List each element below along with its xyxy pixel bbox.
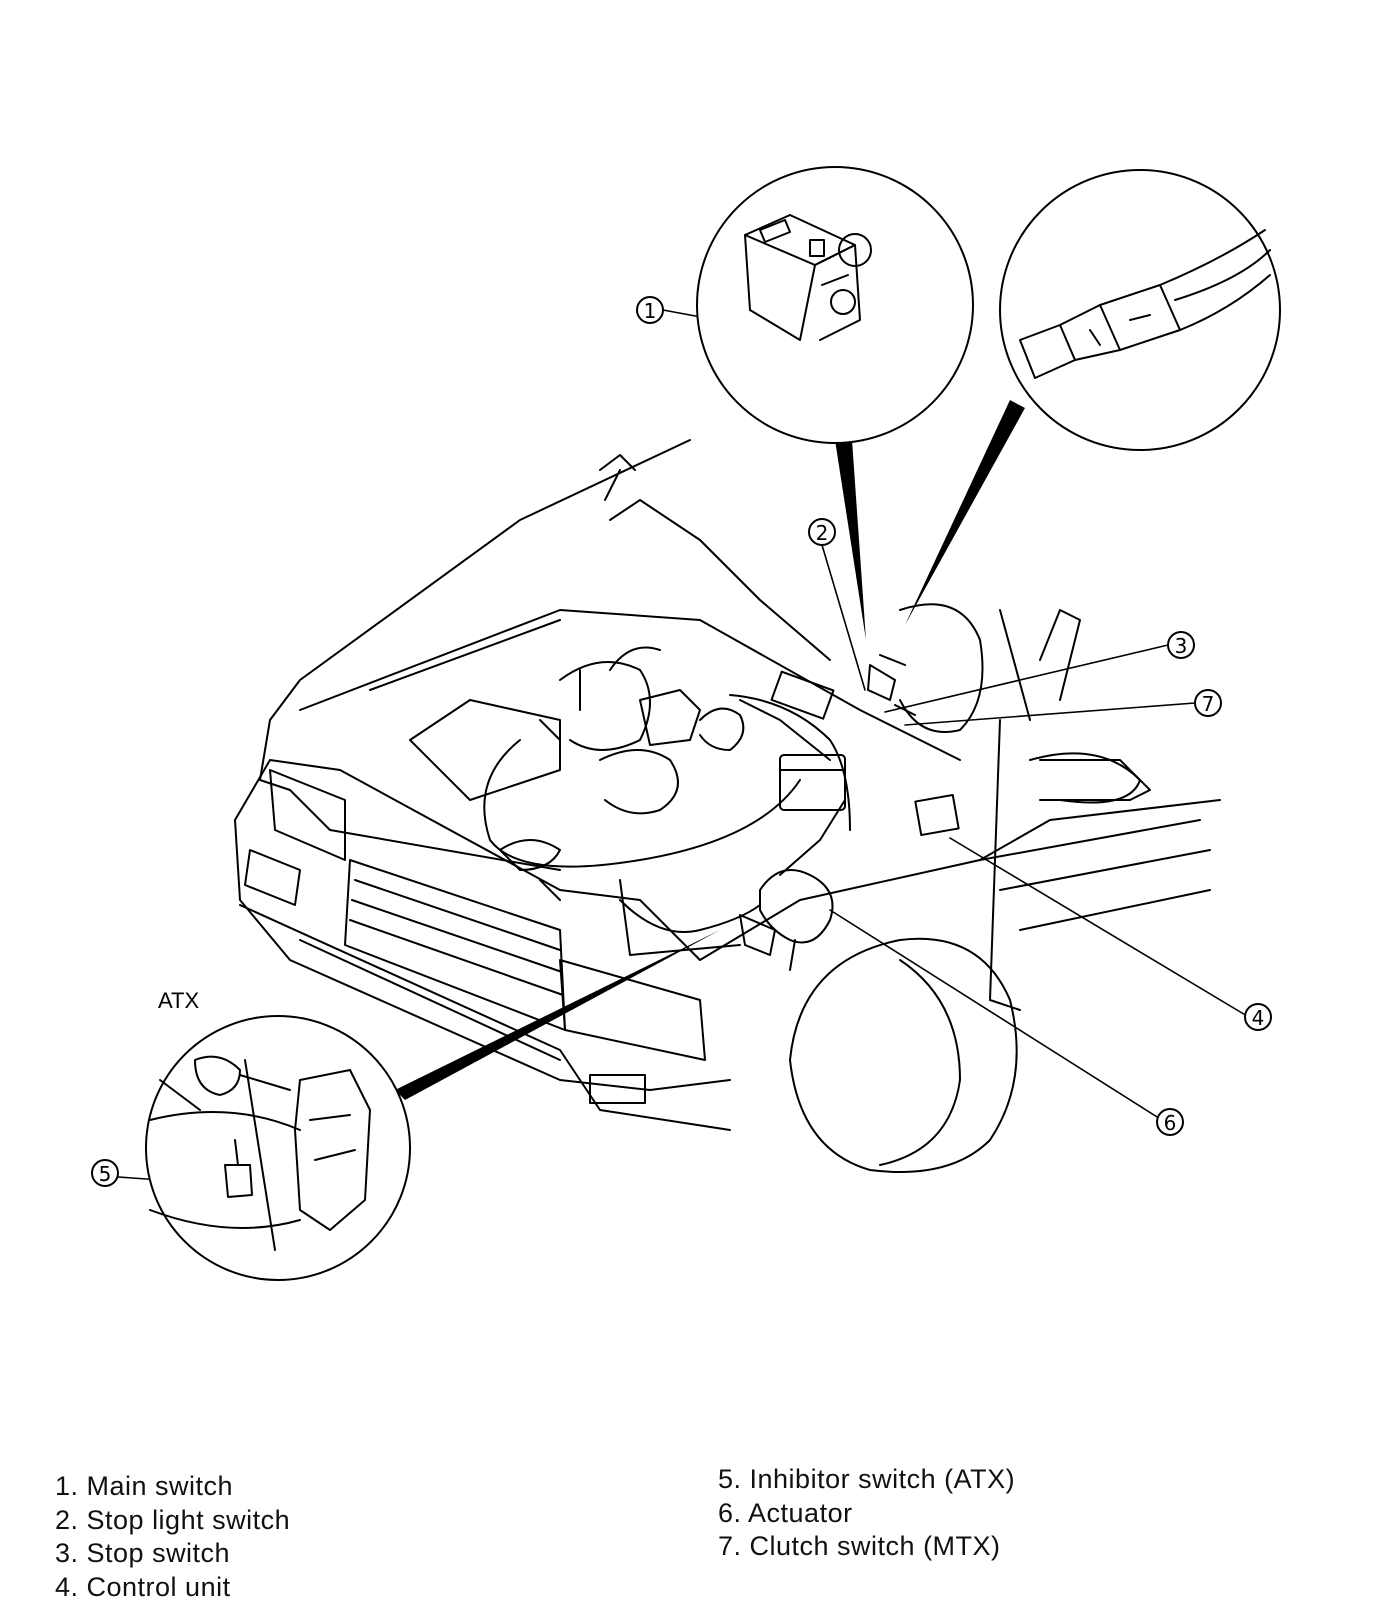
svg-text:4: 4	[1252, 1006, 1265, 1030]
car-body-outline	[234, 439, 1221, 1173]
main-switch-detail-circle	[696, 166, 974, 444]
engine-bay	[409, 646, 960, 971]
atx-label: ATX	[158, 988, 199, 1013]
legend-item-6: 6. Actuator	[718, 1497, 853, 1528]
detail-pointers	[395, 400, 1025, 1100]
legend-left-column: 1. Main switch 2. Stop light switch 3. S…	[55, 1470, 290, 1604]
svg-text:1: 1	[644, 299, 657, 323]
callout-5: 5	[91, 1159, 119, 1187]
stop-switch-detail-circle	[999, 169, 1281, 451]
callout-6: 6	[1156, 1108, 1184, 1136]
svg-text:6: 6	[1164, 1111, 1177, 1135]
atx-detail-circle	[145, 1015, 411, 1281]
legend-item-7: 7. Clutch switch (MTX)	[718, 1531, 1001, 1561]
legend-right-column: 5. Inhibitor switch (ATX) 6. Actuator 7.…	[718, 1463, 1015, 1564]
callout-1: 1	[636, 296, 664, 324]
callout-4: 4	[1244, 1003, 1272, 1031]
svg-text:2: 2	[816, 521, 829, 545]
legend-item-4: 4. Control unit	[55, 1571, 231, 1602]
svg-text:3: 3	[1175, 634, 1188, 658]
callout-3: 3	[1167, 631, 1195, 659]
callout-7: 7	[1194, 689, 1222, 717]
svg-text:5: 5	[99, 1162, 112, 1186]
legend-item-5: 5. Inhibitor switch (ATX)	[718, 1464, 1016, 1494]
legend-item-1: 1. Main switch	[55, 1471, 234, 1501]
callout-2: 2	[808, 518, 836, 546]
legend-item-3: 3. Stop switch	[55, 1538, 231, 1568]
legend-item-2: 2. Stop light switch	[55, 1504, 291, 1535]
svg-text:7: 7	[1202, 692, 1215, 716]
